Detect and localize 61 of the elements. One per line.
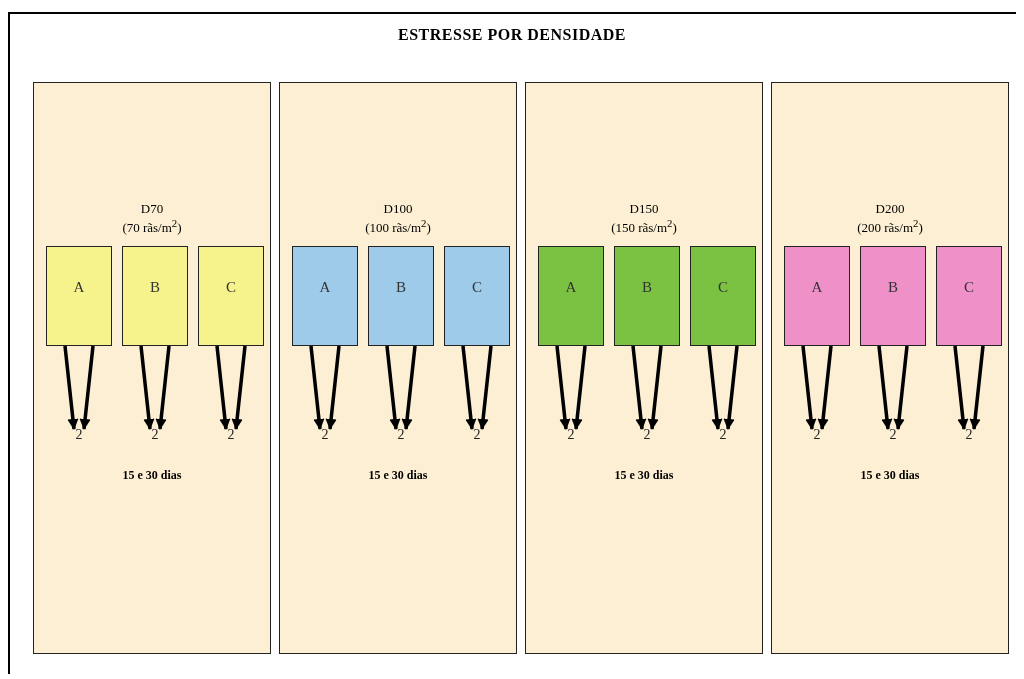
arrow bbox=[707, 345, 723, 431]
count-label: 2 bbox=[959, 427, 979, 443]
replicate-box: A bbox=[46, 246, 112, 346]
arrow bbox=[647, 345, 663, 431]
replicate-box: C bbox=[936, 246, 1002, 346]
group-panel bbox=[279, 82, 517, 654]
count-label: 2 bbox=[69, 427, 89, 443]
arrow bbox=[723, 345, 739, 431]
arrow bbox=[139, 345, 155, 431]
group-panel bbox=[33, 82, 271, 654]
replicate-box: B bbox=[368, 246, 434, 346]
replicate-box: C bbox=[444, 246, 510, 346]
arrow bbox=[385, 345, 401, 431]
arrow bbox=[79, 345, 95, 431]
duration-label: 15 e 30 dias bbox=[859, 468, 921, 483]
count-label: 2 bbox=[883, 427, 903, 443]
panel-heading: D70 (70 rãs/m$^{2}$) bbox=[121, 201, 183, 236]
arrow bbox=[801, 345, 817, 431]
arrow bbox=[461, 345, 477, 431]
count-label: 2 bbox=[315, 427, 335, 443]
panel-heading: D200 (200 rãs/m$^{2}$) bbox=[856, 201, 924, 236]
replicate-box: A bbox=[538, 246, 604, 346]
duration-label: 15 e 30 dias bbox=[367, 468, 429, 483]
replicate-box: B bbox=[614, 246, 680, 346]
count-label: 2 bbox=[467, 427, 487, 443]
title: ESTRESSE POR DENSIDADE bbox=[397, 26, 627, 44]
replicate-box: A bbox=[292, 246, 358, 346]
count-label: 2 bbox=[145, 427, 165, 443]
panel-heading: D150 (150 rãs/m$^{2}$) bbox=[610, 201, 678, 236]
arrow bbox=[877, 345, 893, 431]
count-label: 2 bbox=[561, 427, 581, 443]
duration-label: 15 e 30 dias bbox=[613, 468, 675, 483]
arrow bbox=[309, 345, 325, 431]
count-label: 2 bbox=[807, 427, 827, 443]
arrow bbox=[817, 345, 833, 431]
replicate-box: C bbox=[690, 246, 756, 346]
group-panel bbox=[525, 82, 763, 654]
arrow bbox=[571, 345, 587, 431]
arrow bbox=[953, 345, 969, 431]
count-label: 2 bbox=[637, 427, 657, 443]
arrow bbox=[231, 345, 247, 431]
count-label: 2 bbox=[221, 427, 241, 443]
arrow bbox=[631, 345, 647, 431]
arrow bbox=[325, 345, 341, 431]
arrow bbox=[555, 345, 571, 431]
arrow bbox=[969, 345, 985, 431]
replicate-box: B bbox=[122, 246, 188, 346]
arrow bbox=[477, 345, 493, 431]
replicate-box: C bbox=[198, 246, 264, 346]
arrow bbox=[215, 345, 231, 431]
panel-heading: D100 (100 rãs/m$^{2}$) bbox=[364, 201, 432, 236]
replicate-box: A bbox=[784, 246, 850, 346]
arrow bbox=[63, 345, 79, 431]
count-label: 2 bbox=[391, 427, 411, 443]
arrow bbox=[401, 345, 417, 431]
group-panel bbox=[771, 82, 1009, 654]
arrow bbox=[893, 345, 909, 431]
duration-label: 15 e 30 dias bbox=[121, 468, 183, 483]
arrow bbox=[155, 345, 171, 431]
count-label: 2 bbox=[713, 427, 733, 443]
replicate-box: B bbox=[860, 246, 926, 346]
